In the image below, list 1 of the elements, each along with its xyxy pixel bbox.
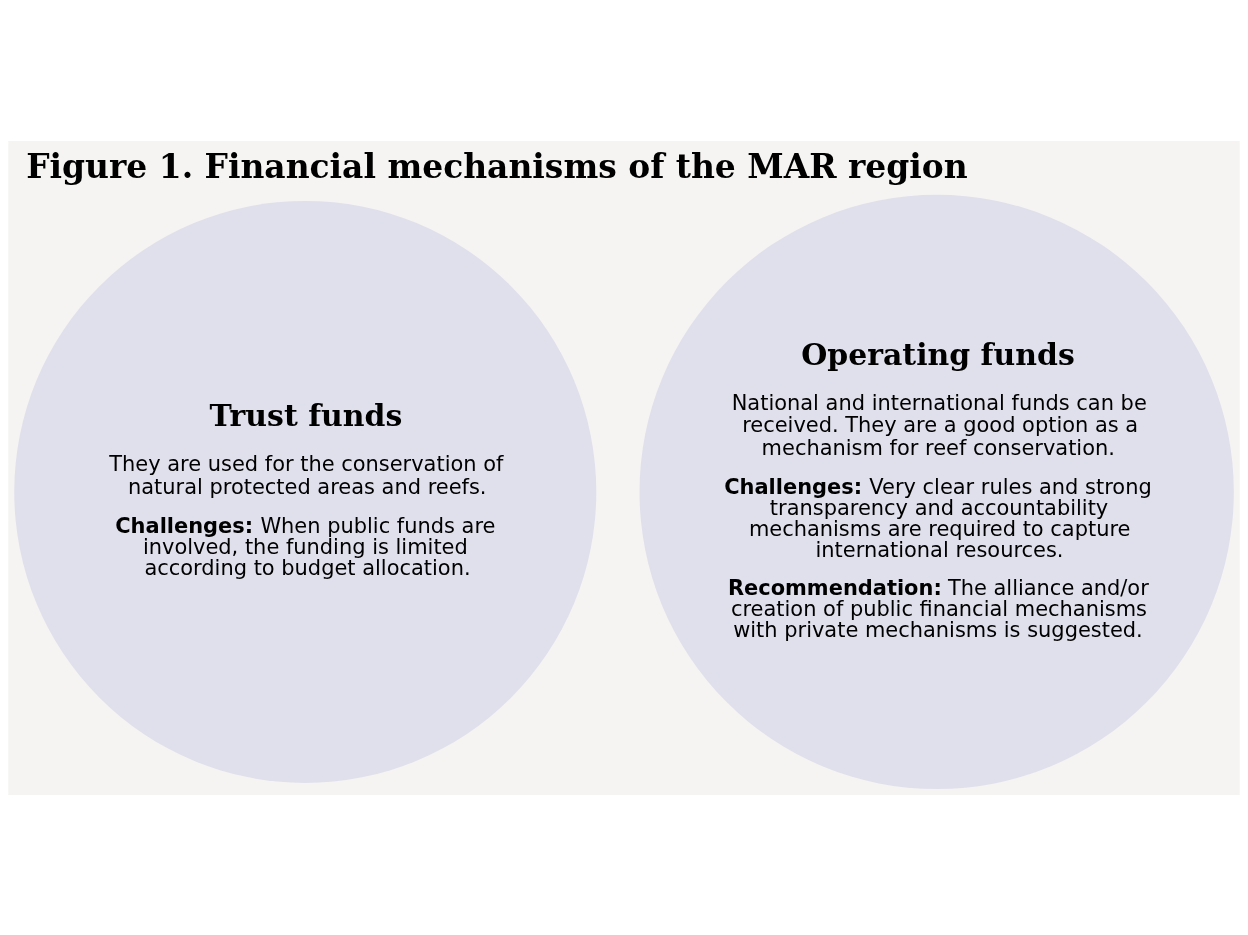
diagram-title: Figure 1. Financial mechanisms of the MAR region <box>26 146 968 186</box>
